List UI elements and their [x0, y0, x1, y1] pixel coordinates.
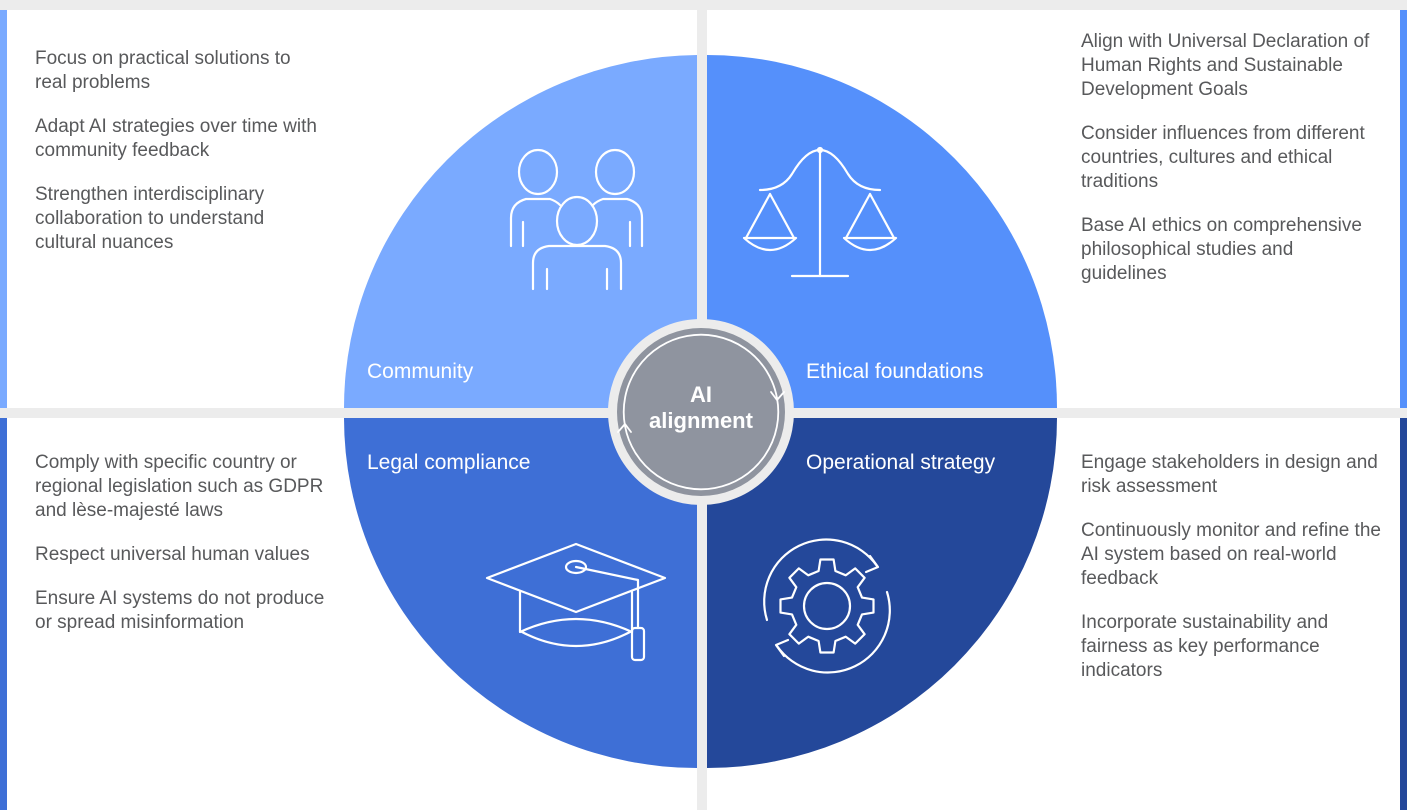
bullet-item: Respect universal human values — [35, 544, 310, 565]
quadrant-community — [344, 55, 697, 408]
people-group-icon — [509, 148, 644, 291]
bullet-item: Adapt AI strategies over time with commu… — [35, 116, 317, 161]
center-title-line2: alignment — [649, 408, 754, 433]
quadrant-label-community: Community — [367, 360, 474, 383]
bullet-item: Continuously monitor and refine the AI s… — [1081, 520, 1381, 589]
bullet-item: Engage stakeholders in design and risk a… — [1081, 452, 1378, 497]
bullet-item: Ensure AI systems do not produce or spre… — [35, 588, 325, 633]
accent-bar-legal — [0, 418, 7, 810]
quadrant-label-ethical: Ethical foundations — [806, 360, 983, 383]
accent-bar-ethical — [1400, 10, 1407, 408]
ethical-bullets: Align with Universal Declaration of Huma… — [1081, 30, 1381, 306]
gear-cycle-icon — [763, 538, 891, 674]
bullet-item: Focus on practical solutions to real pro… — [35, 48, 291, 93]
accent-bar-community — [0, 10, 7, 408]
legal-bullets: Comply with specific country or regional… — [35, 451, 335, 655]
center-title-line1: AI — [690, 382, 712, 407]
community-bullets: Focus on practical solutions to real pro… — [35, 47, 325, 275]
bullet-item: Align with Universal Declaration of Huma… — [1081, 31, 1370, 100]
quadrant-ethical-foundations — [707, 55, 1057, 408]
scales-icon — [742, 146, 898, 278]
accent-bar-operational — [1400, 418, 1407, 810]
bullet-item: Strengthen interdisciplinary collaborati… — [35, 184, 265, 253]
bullet-item: Incorporate sustainability and fairness … — [1081, 612, 1329, 681]
quadrant-operational-strategy — [707, 418, 1057, 768]
bullet-item: Base AI ethics on comprehensive philosop… — [1081, 215, 1362, 284]
cycle-arrows-icon — [617, 333, 785, 491]
center-hub — [617, 328, 785, 496]
operational-bullets: Engage stakeholders in design and risk a… — [1081, 451, 1386, 703]
bullet-item: Consider influences from different count… — [1081, 123, 1365, 192]
bullet-item: Comply with specific country or regional… — [35, 452, 324, 521]
quadrant-label-operational: Operational strategy — [806, 451, 996, 474]
graduation-cap-icon — [485, 542, 667, 662]
quadrant-label-legal: Legal compliance — [367, 451, 530, 474]
